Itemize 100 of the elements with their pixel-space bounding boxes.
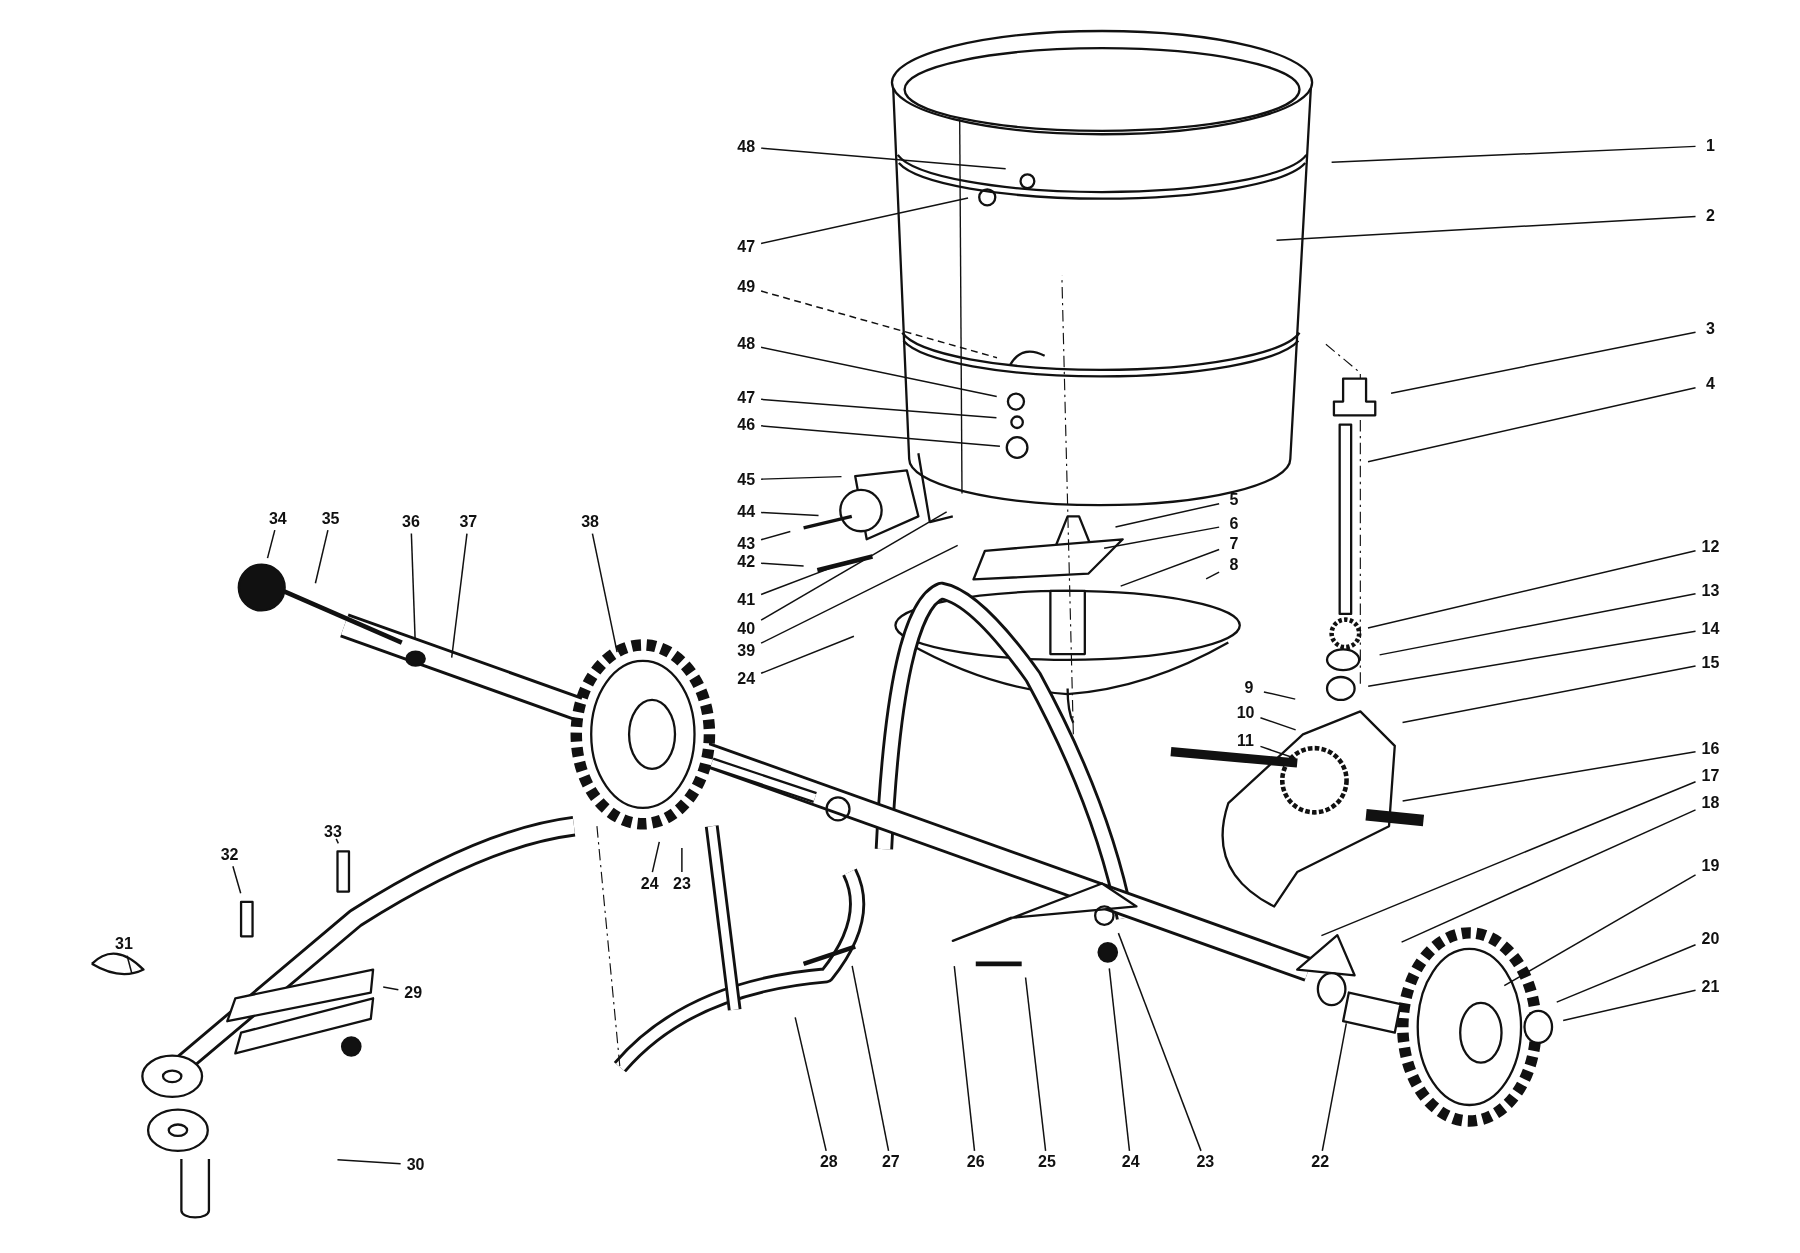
leader-line <box>760 530 792 541</box>
callout-number: 32 <box>218 845 241 864</box>
callout-number: 17 <box>1699 766 1722 785</box>
callout-number: 5 <box>1227 491 1241 510</box>
callout-number: 30 <box>404 1155 427 1174</box>
callout-number: 39 <box>735 641 758 660</box>
callout-number: 7 <box>1227 534 1241 553</box>
leader-line <box>851 965 890 1152</box>
leader-line <box>1259 745 1297 760</box>
leader-line <box>335 838 340 845</box>
leader-line <box>1367 630 1697 687</box>
leader-line <box>760 560 849 596</box>
leader-line <box>1024 976 1047 1152</box>
callout-number: 19 <box>1699 857 1722 876</box>
leader-line <box>1259 716 1297 731</box>
leader-line <box>1367 387 1697 463</box>
leader-line <box>681 847 683 873</box>
callout-number: 49 <box>735 277 758 296</box>
callout-number: 44 <box>735 502 758 521</box>
leader-line <box>266 529 276 559</box>
leader-line <box>1556 944 1697 1003</box>
callout-number: 22 <box>1309 1153 1332 1172</box>
leader-line <box>1378 593 1697 656</box>
callout-number: 41 <box>735 591 758 610</box>
callout-number: 6 <box>1227 515 1241 534</box>
callout-number: 9 <box>1242 679 1256 698</box>
leader-line <box>232 865 242 894</box>
leader-line <box>410 532 416 639</box>
leader-line <box>336 1159 402 1165</box>
callout-number: 28 <box>817 1153 840 1172</box>
leader-line <box>1119 548 1220 587</box>
leader-line <box>760 562 805 567</box>
leader-line <box>760 398 998 419</box>
leader-line <box>1367 550 1697 629</box>
leader-line <box>760 425 1001 448</box>
callout-number: 10 <box>1234 703 1257 722</box>
leader-line <box>591 532 618 653</box>
leader-line <box>760 290 998 359</box>
callout-number: 14 <box>1699 619 1722 638</box>
leader-line <box>953 965 976 1152</box>
callout-number: 23 <box>1194 1153 1217 1172</box>
leader-line <box>760 511 820 517</box>
callout-number: 24 <box>638 874 661 893</box>
callout-number: 11 <box>1235 732 1256 751</box>
callout-number: 12 <box>1699 538 1722 557</box>
callout-number: 3 <box>1704 320 1717 339</box>
callout-number: 35 <box>319 509 342 528</box>
callout-number: 42 <box>735 553 758 572</box>
callout-number: 43 <box>735 534 758 553</box>
leader-line <box>760 511 948 621</box>
callout-number: 27 <box>879 1153 902 1172</box>
leader-line <box>1390 331 1697 394</box>
callout-number: 40 <box>735 619 758 638</box>
callout-number: 18 <box>1699 794 1722 813</box>
callout-number: 46 <box>735 415 758 434</box>
callout-number: 8 <box>1227 555 1241 574</box>
leader-line <box>651 841 661 873</box>
leader-line <box>1562 989 1697 1022</box>
leader-line <box>760 635 855 675</box>
callout-number: 1 <box>1704 136 1717 155</box>
leader-line <box>1330 145 1697 164</box>
callout-number: 16 <box>1699 740 1722 759</box>
leader-line <box>1320 781 1697 937</box>
leader-line <box>1205 571 1220 580</box>
leader-line <box>760 544 959 644</box>
leader-line <box>1275 215 1697 241</box>
leader-line <box>1400 809 1697 943</box>
leader-line <box>126 955 133 975</box>
leader-line <box>1108 967 1131 1152</box>
leader-line <box>450 532 468 659</box>
leader-line <box>760 475 843 480</box>
callout-number: 21 <box>1699 977 1722 996</box>
callout-number: 45 <box>735 470 758 489</box>
callout-number: 24 <box>735 670 758 689</box>
leader-line <box>760 147 1007 170</box>
callout-number: 13 <box>1699 581 1722 600</box>
leader-line <box>794 1016 827 1152</box>
callout-number: 48 <box>735 137 758 156</box>
callout-number: 29 <box>402 983 425 1002</box>
callout-number: 47 <box>735 237 758 256</box>
callout-number: 2 <box>1704 206 1717 225</box>
callout-number: 36 <box>400 513 422 532</box>
leader-line <box>1117 932 1202 1152</box>
callout-number: 24 <box>1119 1153 1142 1172</box>
leader-line <box>1263 691 1296 700</box>
callout-number: 20 <box>1699 929 1722 948</box>
callout-number: 47 <box>735 389 758 408</box>
callout-number: 34 <box>266 509 289 528</box>
leader-line <box>1401 665 1697 724</box>
leader-line <box>760 346 998 398</box>
callout-number: 48 <box>735 335 758 354</box>
callout-number: 38 <box>579 513 601 532</box>
leader-line <box>1401 751 1697 802</box>
callout-number: 26 <box>964 1153 987 1172</box>
callout-number: 31 <box>113 935 135 954</box>
leader-line <box>760 197 969 245</box>
callout-number: 23 <box>671 874 693 893</box>
callout-number: 33 <box>322 822 344 841</box>
leader-line <box>314 529 329 584</box>
leader-line <box>1503 874 1697 987</box>
